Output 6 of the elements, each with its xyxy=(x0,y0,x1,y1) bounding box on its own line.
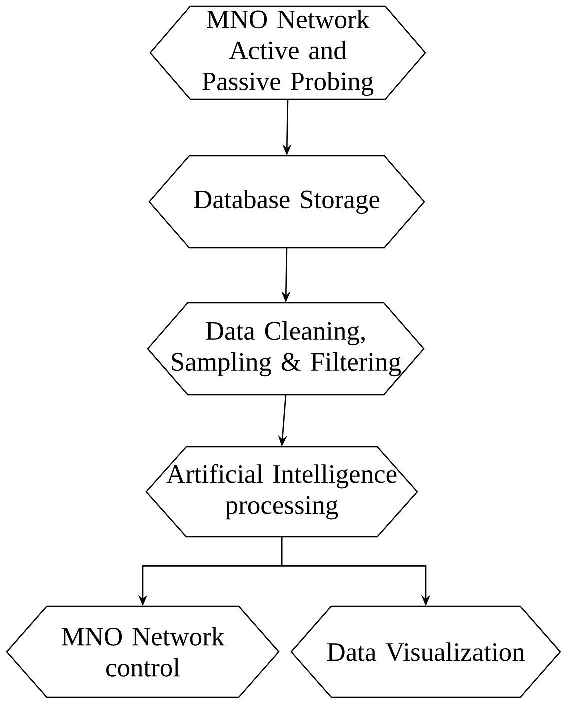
hexagon-box: Data Cleaning, Sampling & Filtering xyxy=(147,302,425,396)
hexagon-box: MNO Network control xyxy=(6,606,280,698)
hexagon-box: Database Storage xyxy=(148,155,426,249)
hexagon-box: Artificial Intelligence processing xyxy=(146,446,418,538)
hexagon-box: Data Visualization xyxy=(290,606,562,698)
hexagon-box: MNO Network Active and Passive Probing xyxy=(150,6,426,100)
